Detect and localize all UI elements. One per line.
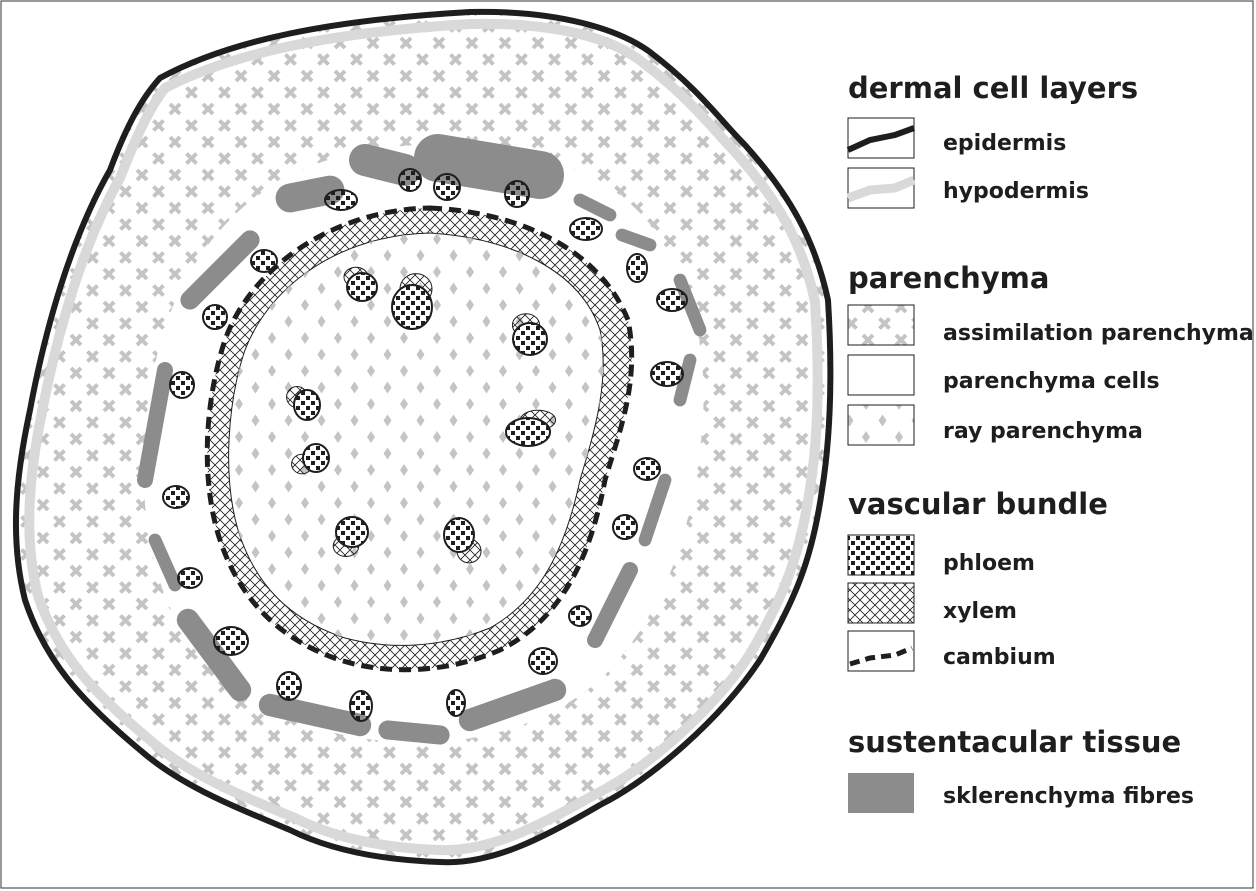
phloem-bundle bbox=[626, 253, 648, 283]
sklerenchyma-fibres bbox=[137, 134, 707, 745]
legend-swatch-parenchyma-cells bbox=[847, 354, 915, 396]
phloem-bundle bbox=[528, 647, 558, 675]
legend-label-parenchyma-cells: parenchyma cells bbox=[943, 369, 1160, 394]
phloem-bundle bbox=[250, 249, 278, 273]
phloem-bundle bbox=[169, 371, 195, 399]
phloem-part bbox=[302, 443, 330, 473]
sklerenchyma-fibre bbox=[587, 562, 638, 648]
legend-title-parenchyma: parenchyma bbox=[848, 261, 1049, 295]
legend: dermal cell layers epidermis hypodermis … bbox=[846, 71, 1254, 813]
legend-swatch-phloem bbox=[847, 534, 915, 576]
phloem-bundle bbox=[276, 671, 302, 701]
sklerenchyma-fibre bbox=[414, 134, 564, 199]
legend-title-dermal: dermal cell layers bbox=[848, 71, 1138, 105]
phloem-bundle bbox=[213, 626, 249, 656]
phloem-bundle bbox=[446, 689, 466, 717]
phloem-bundle bbox=[650, 361, 684, 387]
sklerenchyma-fibre bbox=[615, 228, 657, 252]
phloem-bundle bbox=[324, 189, 358, 211]
phloem-bundle bbox=[162, 485, 190, 509]
phloem-bundle bbox=[177, 567, 203, 589]
sklerenchyma-fibre bbox=[638, 473, 672, 547]
sklerenchyma-fibre bbox=[673, 353, 697, 407]
phloem-bundle bbox=[398, 168, 422, 192]
legend-title-vascular: vascular bundle bbox=[848, 487, 1108, 521]
sklerenchyma-fibre bbox=[673, 273, 707, 337]
legend-section-sustentacular: sustentacular tissue sklerenchyma fibres bbox=[848, 725, 1194, 813]
legend-label-sklerenchyma: sklerenchyma fibres bbox=[943, 784, 1194, 809]
hypodermis-layer bbox=[24, 18, 823, 856]
inner-vascular-bundles bbox=[286, 266, 557, 564]
phloem-part bbox=[505, 417, 551, 447]
legend-label-assimilation-parenchyma: assimilation parenchyma bbox=[943, 321, 1254, 346]
legend-title-sustentacular: sustentacular tissue bbox=[848, 725, 1181, 759]
phloem-part bbox=[391, 284, 433, 330]
legend-section-dermal: dermal cell layers epidermis hypodermis bbox=[846, 71, 1138, 209]
phloem-bundle bbox=[504, 180, 530, 208]
sklerenchyma-fibre bbox=[137, 362, 173, 488]
phloem-bundle bbox=[612, 514, 638, 540]
phloem-part bbox=[335, 516, 369, 548]
phloem-bundle bbox=[656, 288, 688, 312]
legend-section-vascular: vascular bundle phloem xylem cambium bbox=[847, 487, 1108, 672]
legend-swatch-ray-parenchyma bbox=[847, 404, 915, 446]
sklerenchyma-fibre bbox=[349, 144, 421, 186]
phloem-part bbox=[512, 322, 548, 356]
sklerenchyma-fibre bbox=[573, 193, 617, 222]
legend-label-phloem: phloem bbox=[943, 551, 1035, 576]
phloem-bundle bbox=[568, 605, 592, 627]
sklerenchyma-fibre bbox=[275, 175, 345, 213]
phloem-bundle bbox=[349, 690, 373, 722]
legend-label-xylem: xylem bbox=[943, 599, 1017, 624]
legend-section-parenchyma: parenchyma assimilation parenchyma paren… bbox=[847, 261, 1254, 446]
phloem-part bbox=[293, 389, 321, 421]
phloem-part bbox=[443, 517, 475, 553]
phloem-part bbox=[346, 272, 378, 302]
legend-swatch-assimilation-parenchyma bbox=[847, 304, 915, 346]
outer-vascular-bundles bbox=[162, 168, 688, 722]
legend-label-cambium: cambium bbox=[943, 645, 1056, 670]
sklerenchyma-fibre bbox=[176, 608, 252, 702]
sklerenchyma-fibre bbox=[148, 533, 182, 592]
phloem-bundle bbox=[433, 173, 461, 201]
sklerenchyma-fibre bbox=[180, 230, 260, 310]
sklerenchyma-fibre bbox=[378, 720, 450, 745]
legend-swatch-xylem bbox=[847, 582, 915, 624]
phloem-bundle bbox=[202, 304, 228, 330]
sklerenchyma-fibre bbox=[258, 693, 372, 737]
phloem-bundle bbox=[633, 457, 661, 481]
legend-label-hypodermis: hypodermis bbox=[943, 179, 1089, 204]
legend-label-ray-parenchyma: ray parenchyma bbox=[943, 419, 1143, 444]
legend-swatch-sklerenchyma bbox=[848, 773, 914, 813]
phloem-bundle bbox=[569, 217, 603, 241]
legend-label-epidermis: epidermis bbox=[943, 131, 1066, 156]
sklerenchyma-fibre bbox=[458, 678, 567, 732]
